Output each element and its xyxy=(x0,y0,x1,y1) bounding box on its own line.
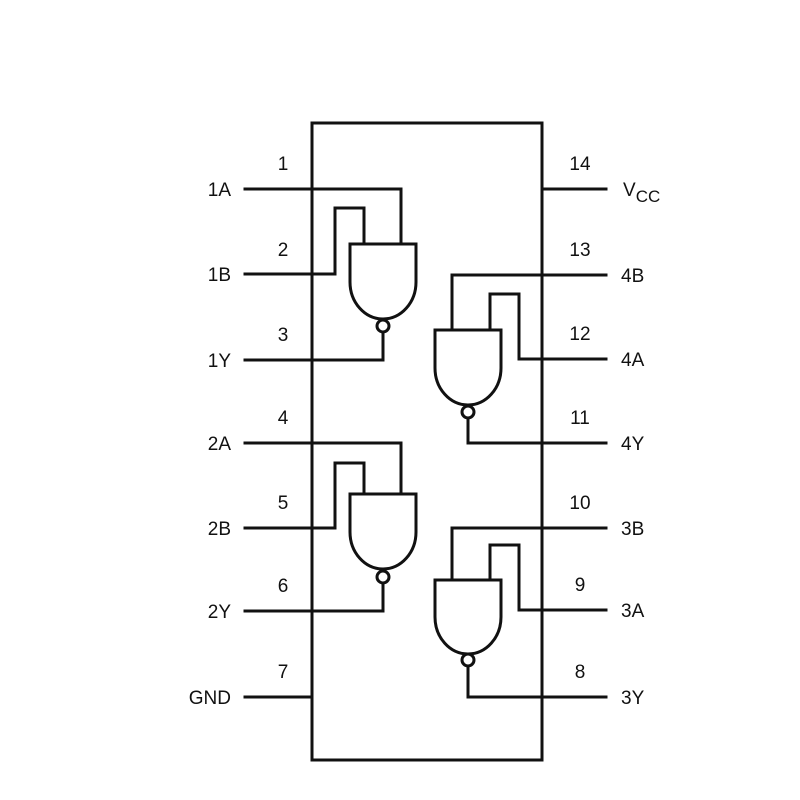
pin-label-6: 2Y xyxy=(208,602,232,623)
pin-9-lead xyxy=(488,543,608,612)
pin-number-11: 11 xyxy=(570,408,590,429)
pin-number-8: 8 xyxy=(575,662,586,683)
pin-label-8: 3Y xyxy=(621,688,645,709)
pin-label-12: 4A xyxy=(621,350,645,371)
pin-12-lead xyxy=(488,292,608,361)
pin-number-9: 9 xyxy=(575,575,586,596)
nand-gate-4 xyxy=(433,328,503,420)
right-pin-leads xyxy=(450,187,608,699)
right-pin-labels: VCC 4B 4A 4Y 3B 3A 3Y xyxy=(621,180,660,709)
pin-2-lead xyxy=(243,206,366,276)
pin-number-10: 10 xyxy=(569,493,590,514)
pin-label-11: 4Y xyxy=(621,434,645,455)
nand-gate-1-body xyxy=(348,242,418,321)
pin-4-lead xyxy=(243,441,403,496)
nand-gate-3-bubble xyxy=(460,652,476,668)
pin-number-12: 12 xyxy=(569,324,590,345)
pin-3-lead xyxy=(243,330,385,362)
pin-number-1: 1 xyxy=(278,154,289,175)
nand-gate-3 xyxy=(433,578,503,668)
pin-6-lead xyxy=(243,581,385,613)
pin-label-14: VCC xyxy=(623,180,660,206)
pin-number-7: 7 xyxy=(278,662,289,683)
nand-gate-2 xyxy=(348,492,418,585)
left-pin-labels: 1A 1B 1Y 2A 2B 2Y GND xyxy=(189,180,232,709)
left-pin-leads xyxy=(243,187,403,699)
pin-number-13: 13 xyxy=(569,240,590,261)
pin-label-2: 1B xyxy=(208,265,231,286)
pin-label-7: GND xyxy=(189,688,231,709)
pin-number-6: 6 xyxy=(278,576,289,597)
pin-label-1: 1A xyxy=(208,180,232,201)
pin-1-lead xyxy=(243,187,403,246)
nand-gate-4-bubble xyxy=(460,404,476,420)
pin-label-13: 4B xyxy=(621,266,644,287)
nand-gate-2-bubble xyxy=(375,569,391,585)
pin-label-14-main: V xyxy=(623,180,636,201)
right-pin-numbers: 14 13 12 11 10 9 8 xyxy=(569,154,591,683)
left-pin-numbers: 1 2 3 4 5 6 7 xyxy=(278,154,289,683)
nand-gate-1-bubble xyxy=(375,318,391,334)
pin-5-lead xyxy=(243,461,366,530)
pin-label-9: 3A xyxy=(621,601,645,622)
nand-gate-4-body xyxy=(433,328,503,407)
pin-label-3: 1Y xyxy=(208,351,232,372)
pin-13-lead xyxy=(450,273,608,332)
pin-11-lead xyxy=(466,417,608,445)
nand-gate-3-body xyxy=(433,578,503,656)
nand-gate-2-body xyxy=(348,492,418,571)
pin-number-4: 4 xyxy=(278,408,289,429)
pin-label-14-subscript: CC xyxy=(636,187,661,206)
nand-gate-1 xyxy=(348,242,418,334)
pin-label-4: 2A xyxy=(208,434,232,455)
pin-number-3: 3 xyxy=(278,325,289,346)
pin-10-lead xyxy=(450,526,608,582)
pin-number-14: 14 xyxy=(569,154,591,175)
pin-number-2: 2 xyxy=(278,240,289,261)
pin-8-lead xyxy=(466,665,608,699)
pin-label-5: 2B xyxy=(208,519,231,540)
pin-number-5: 5 xyxy=(278,493,289,514)
pin-label-10: 3B xyxy=(621,519,644,540)
